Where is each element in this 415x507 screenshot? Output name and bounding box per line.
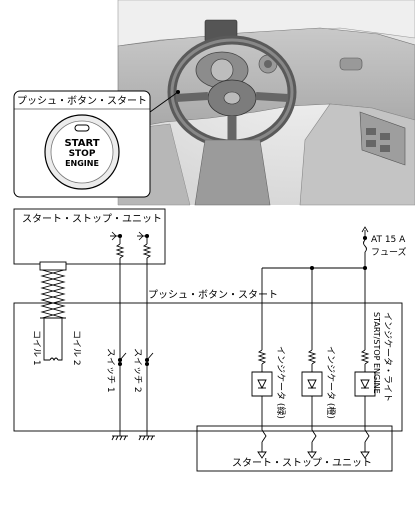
switch2-label: スイッチ 2 [132, 348, 143, 393]
push-button-box [13, 302, 403, 432]
bottom-unit-label: スタート・ストップ・ユニット [232, 457, 372, 469]
push-button-label: プッシュ・ボタン・スタート [148, 289, 278, 301]
callout-label: プッシュ・ボタン・スタート [17, 95, 147, 107]
dashboard-photo [117, 0, 415, 206]
button-text-engine: ENGINE [65, 159, 99, 168]
coil-spring [39, 261, 67, 319]
coil1-label: コイル 1 [31, 330, 41, 366]
button-text-start: START [64, 138, 99, 149]
wiring-diagram [13, 208, 403, 472]
indicator-amber-label: インジケータ (橙) [325, 346, 337, 419]
start-stop-label-line1: START/STOP ENGINE [372, 312, 381, 394]
callout-box: プッシュ・ボタン・スタート START STOP ENGINE [13, 90, 151, 198]
indicator-slot [74, 124, 90, 132]
fuse-label-line2: フューズ [371, 246, 407, 258]
ground-symbol [111, 435, 155, 441]
button-text-stop: STOP [69, 149, 96, 159]
switch1-label: スイッチ 1 [105, 348, 116, 393]
indicator-green-label: インジケータ (緑) [275, 346, 287, 419]
start-stop-label-line2: インジケータ・ライト [382, 312, 393, 402]
indicator-circuits [251, 349, 376, 430]
top-unit-box [13, 208, 166, 265]
top-unit-label: スタート・ストップ・ユニット [22, 213, 162, 225]
fuse-label-line1: AT 15 A [371, 235, 406, 245]
bottom-unit-box [196, 425, 393, 472]
coil2-label: コイル 2 [71, 330, 81, 366]
bottom-unit-drivers [257, 429, 370, 459]
